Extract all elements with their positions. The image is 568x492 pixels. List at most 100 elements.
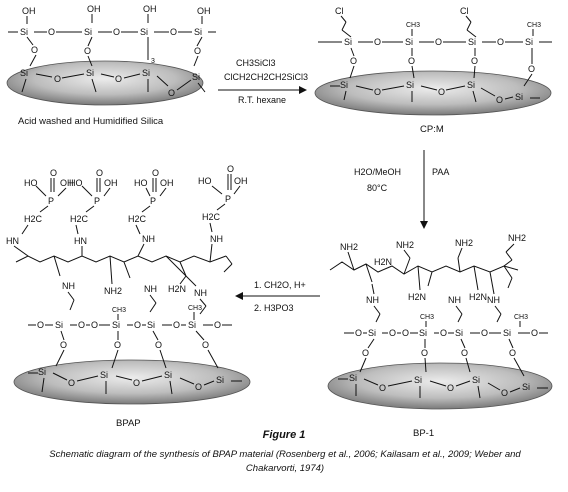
- oxygen-label: O: [115, 74, 122, 84]
- methylene-label: H2C: [128, 214, 147, 224]
- oxygen-label: O: [113, 27, 120, 37]
- oxygen-label: O: [402, 328, 409, 338]
- oxygen-label: O: [195, 382, 202, 392]
- step2-arrow: H2O/MeOH 80°C PAA: [354, 150, 449, 229]
- silica-particle: [327, 362, 553, 410]
- oxygen-label: O: [497, 37, 504, 47]
- silica-particle: [314, 70, 552, 116]
- oxygen-label: O: [91, 320, 98, 330]
- silicon-label: Si: [468, 37, 476, 47]
- silicon-label: Si: [164, 370, 172, 380]
- reagent-label: H2O/MeOH: [354, 167, 401, 177]
- methylene-label: H2C: [70, 214, 89, 224]
- silicon-label: Si: [455, 328, 463, 338]
- reagent-label: 1. CH2O, H+: [254, 280, 306, 290]
- amine-label: NH2: [104, 286, 122, 296]
- oxygen-label: O: [531, 328, 538, 338]
- oxygen-label: O: [461, 348, 468, 358]
- silicon-label: Si: [368, 328, 376, 338]
- oxygen-label: O: [447, 383, 454, 393]
- amine-label: NH2: [508, 233, 526, 243]
- silicon-label: Si: [140, 27, 148, 37]
- oxygen-label: O: [408, 56, 415, 66]
- oxygen-label: O: [350, 56, 357, 66]
- oxygen-label: O: [389, 328, 396, 338]
- silicon-label: Si: [525, 37, 533, 47]
- chlorine-label: Cl: [460, 6, 469, 16]
- oxygen-label: O: [374, 87, 381, 97]
- phosphonate-group: HO O OH P H2C HN: [69, 168, 118, 246]
- silicon-label: Si: [405, 37, 413, 47]
- phosphorus-label: P: [94, 196, 100, 206]
- oxygen-label: O: [173, 320, 180, 330]
- amine-label: NH: [142, 234, 155, 244]
- oxygen-label: O: [379, 383, 386, 393]
- oxygen-label: O: [31, 45, 38, 55]
- panel-bp1: NH2 NH2 NH2 H2N NH2 H2N H2N NH NH NH: [327, 233, 553, 439]
- hydroxyl-label: HO: [198, 176, 212, 186]
- silicon-label: Si: [515, 92, 523, 102]
- oxygen-label: O: [54, 74, 61, 84]
- phosphorus-label: P: [48, 196, 54, 206]
- amine-label: NH: [144, 284, 157, 294]
- silicon-label: Si: [20, 68, 28, 78]
- oxygen-label: O: [152, 168, 159, 178]
- silicon-label: Si: [100, 370, 108, 380]
- oxygen-label: O: [438, 87, 445, 97]
- phosphorus-label: P: [150, 196, 156, 206]
- methyl-label: CH3: [188, 305, 202, 312]
- silicon-label: Si: [142, 68, 150, 78]
- amine-label: H2N: [374, 257, 392, 267]
- silicon-label: Si: [344, 37, 352, 47]
- silicon-label: Si: [84, 27, 92, 37]
- oxygen-label: O: [96, 168, 103, 178]
- hydroxyl-label: OH: [160, 178, 174, 188]
- oxygen-label: O: [48, 27, 55, 37]
- hydroxyl-label: HO: [134, 178, 148, 188]
- oxygen-label: O: [134, 320, 141, 330]
- silicon-label: Si: [414, 375, 422, 385]
- silicon-label: Si: [419, 328, 427, 338]
- silicon-label: Si: [349, 373, 357, 383]
- condition-label: R.T. hexane: [238, 95, 286, 105]
- amine-label: HN: [6, 236, 19, 246]
- oxygen-label: O: [133, 378, 140, 388]
- phosphonate-group: HO O OH P H2C NH: [198, 164, 248, 244]
- methyl-label: CH3: [420, 314, 434, 321]
- methyl-label: CH3: [514, 314, 528, 321]
- oxygen-label: O: [440, 328, 447, 338]
- silicon-label: Si: [147, 320, 155, 330]
- hydroxyl-label: OH: [60, 178, 74, 188]
- amine-label: NH: [194, 288, 207, 298]
- cpm-caption: CP:M: [420, 124, 444, 135]
- hydroxyl-label: OH: [104, 178, 118, 188]
- hydroxyl-label: OH: [22, 6, 36, 16]
- bpap-caption: BPAP: [116, 418, 141, 429]
- reagent-label: ClCH2CH2CH2SiCl3: [224, 72, 308, 82]
- amine-label: NH: [62, 281, 75, 291]
- silicon-label: Si: [192, 72, 200, 82]
- panel-silica: OH OH OH OH Si O Si O Si O Si O O 3 O: [6, 4, 216, 127]
- oxygen-label: O: [496, 95, 503, 105]
- oxygen-label: O: [501, 388, 508, 398]
- silicon-label: Si: [38, 367, 46, 377]
- subscript-label: 3: [151, 58, 155, 65]
- silica-caption: Acid washed and Humidified Silica: [18, 116, 164, 127]
- amine-label: H2N: [168, 284, 186, 294]
- panel-bpap: HO O OH P H2C HN HO O OH P H2C HN: [6, 164, 251, 429]
- silicon-label: Si: [340, 80, 348, 90]
- hydroxyl-label: OH: [143, 4, 157, 14]
- oxygen-label: O: [84, 46, 91, 56]
- methyl-label: CH3: [527, 22, 541, 29]
- step3-arrow: 1. CH2O, H+ 2. H3PO3: [235, 280, 320, 313]
- methyl-label: CH3: [406, 22, 420, 29]
- reagent-label: 80°C: [367, 183, 388, 193]
- oxygen-label: O: [170, 27, 177, 37]
- silicon-label: Si: [522, 382, 530, 392]
- oxygen-label: O: [481, 328, 488, 338]
- amine-label: NH: [210, 234, 223, 244]
- silicon-label: Si: [86, 68, 94, 78]
- oxygen-label: O: [168, 88, 175, 98]
- oxygen-label: O: [421, 348, 428, 358]
